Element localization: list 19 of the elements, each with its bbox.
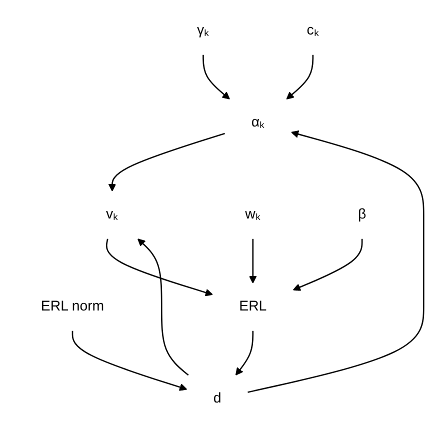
arrow xyxy=(108,132,225,192)
arrow xyxy=(72,330,188,391)
arrow xyxy=(106,238,213,296)
node-text: ERL xyxy=(239,299,267,314)
node-text: γₖ xyxy=(197,23,210,38)
arrow xyxy=(292,238,363,291)
node-text: ERL norm xyxy=(40,299,104,314)
node-text: wₖ xyxy=(245,207,261,222)
arrow xyxy=(286,54,314,100)
node-text: αₖ xyxy=(251,115,265,130)
arrow xyxy=(235,330,254,376)
arrow xyxy=(138,238,189,376)
node-text: vₖ xyxy=(106,207,118,222)
arrow xyxy=(249,238,257,284)
arrow xyxy=(248,130,424,393)
node-text: d xyxy=(213,391,222,406)
arrow xyxy=(202,54,230,100)
node-text: β xyxy=(358,207,366,222)
node-text: cₖ xyxy=(306,23,320,38)
